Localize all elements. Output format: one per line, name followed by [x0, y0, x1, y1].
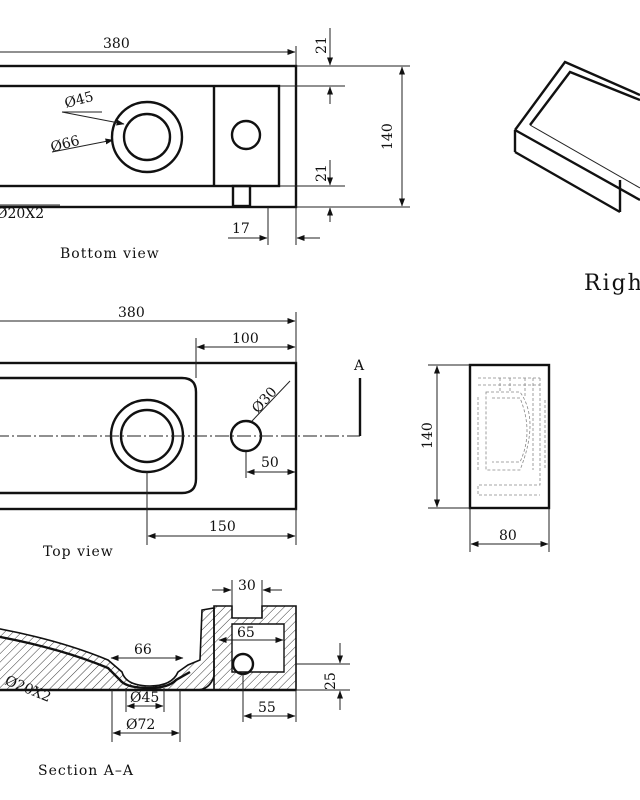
- isometric-view: Righ: [513, 60, 640, 296]
- bottom-width-label: 380: [103, 36, 130, 52]
- bottom-view: 380 140 21 21 17 Ø45 Ø66 Ø20X2 Bottom vi…: [0, 28, 410, 262]
- side-height-label: 140: [420, 422, 436, 449]
- bottom-overflow-width-label: 17: [232, 221, 250, 237]
- bottom-bottom-offset-label: 21: [314, 164, 330, 182]
- iso-inner-front: [529, 124, 640, 189]
- top-width-label: 380: [118, 305, 145, 321]
- section-top-gap-label: 30: [238, 578, 256, 594]
- side-outline: [468, 363, 551, 510]
- top-drain-offset-label: 150: [209, 519, 236, 535]
- section-hole-offset-label: 55: [258, 700, 276, 716]
- bottom-height-label: 140: [380, 123, 396, 150]
- bottom-top-offset-label: 21: [314, 36, 330, 54]
- bottom-drain-pipe-label: Ø20X2: [0, 206, 44, 222]
- bottom-drain-outer: [110, 100, 184, 174]
- top-view: A 380 100 Ø30 50 150 Top view: [0, 305, 365, 560]
- bottom-view-caption: Bottom view: [60, 246, 160, 262]
- bottom-hole-small-label: Ø45: [63, 89, 95, 112]
- bottom-drain-inner: [122, 112, 172, 162]
- top-tap-hole-label: Ø30: [249, 384, 280, 416]
- section-channel-cut: [231, 623, 285, 673]
- iso-bottom-edge: [514, 150, 621, 214]
- iso-inner-rim: [529, 70, 640, 126]
- section-hole-outer-label: Ø72: [126, 717, 155, 733]
- section-view-caption: Section A–A: [38, 763, 134, 779]
- iso-front-top-edge: [514, 128, 640, 202]
- section-left-shell: [0, 607, 215, 691]
- section-view: 30 65 66 Ø20X2 25 55 Ø45 Ø72 Section A–A: [0, 578, 350, 779]
- side-view: 140 80: [420, 363, 551, 552]
- bottom-tap-hole: [230, 119, 262, 151]
- top-outline: [0, 361, 298, 511]
- right-view-caption: Righ: [584, 271, 640, 296]
- iso-outer-top: [514, 60, 640, 131]
- section-mark: A: [353, 358, 365, 374]
- top-view-caption: Top view: [43, 544, 114, 560]
- section-drain-bowl-label: 66: [134, 642, 152, 658]
- top-tap-area-label: 100: [232, 331, 259, 347]
- section-hole-height-label: 25: [323, 672, 339, 690]
- side-depth-label: 80: [499, 528, 517, 544]
- bottom-overflow-pipe: [231, 184, 252, 208]
- top-tap-offset-label: 50: [261, 455, 279, 471]
- bottom-hole-large-label: Ø66: [49, 133, 82, 156]
- bottom-inner-panel: [0, 84, 281, 188]
- bottom-outline: [0, 64, 298, 209]
- section-hole-inner-label: Ø45: [130, 690, 159, 706]
- section-channel-label: 65: [237, 625, 255, 641]
